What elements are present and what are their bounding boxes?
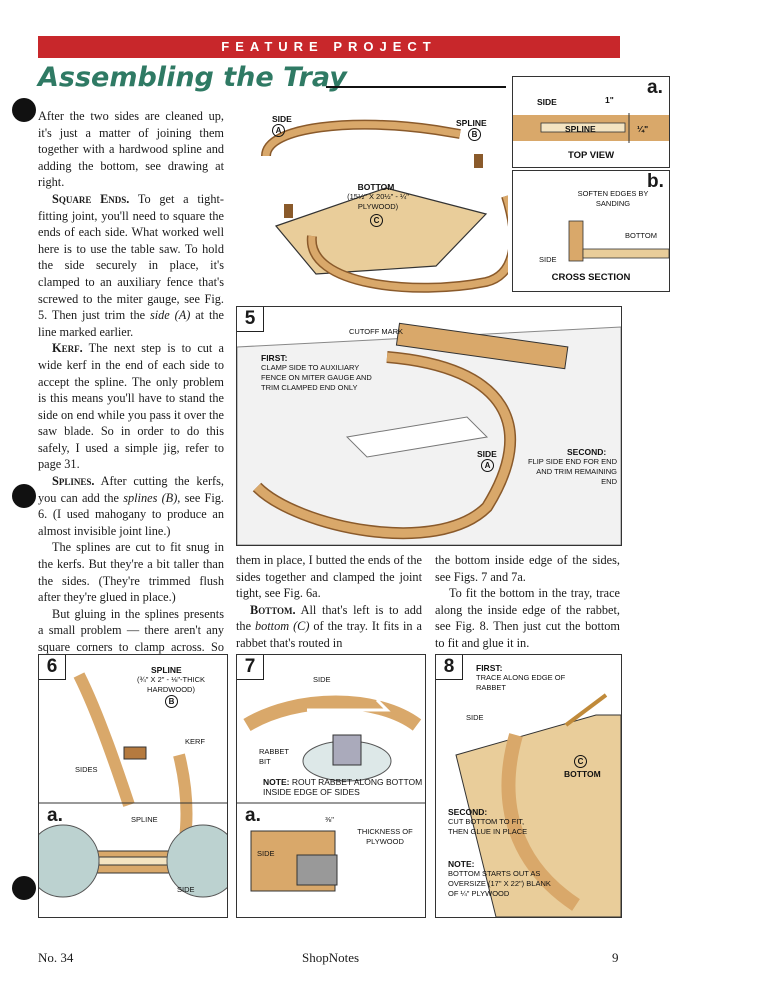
note-head: NOTE: [448, 859, 475, 869]
figure-6: 6 SPLINE (¾" x 2" - ⅛"-THICK HARDWOOD) B… [38, 654, 228, 918]
article-column-3: the bottom inside edge of the sides, see… [435, 552, 620, 652]
thickness-label: THICKNESS OF PLYWOOD [357, 827, 413, 846]
side-label: SIDE [539, 255, 557, 264]
paragraph: The splines are cut to fit snug in the k… [38, 540, 224, 605]
side-label: SIDE [466, 713, 484, 722]
bottom-label: BOTTOM [625, 231, 657, 240]
sub-figure-letter: a. [47, 805, 63, 826]
spline-label: SPLINE [151, 665, 182, 675]
spline-label: SPLINE [565, 124, 596, 134]
bottom-label: BOTTOM [564, 769, 601, 779]
spline-label: SPLINE [131, 815, 158, 824]
feature-banner: FEATURE PROJECT [38, 36, 620, 58]
article-title: Assembling the Tray [38, 62, 347, 93]
issue-number: No. 34 [38, 950, 74, 965]
detail-a-top-view: a. SIDE 1" SPLINE ¼" TOP VIEW [512, 76, 670, 168]
paragraph: Splines. After cutting the kerfs, you ca… [38, 474, 225, 538]
kerf-label: KERF [185, 737, 206, 746]
binder-hole [12, 98, 36, 122]
paragraph: Bottom. All that's left is to add the bo… [236, 602, 422, 650]
dimension-label: 1" [605, 95, 614, 105]
paragraph: After the two sides are cleaned up, it's… [38, 109, 224, 190]
note-label: SOFTEN EDGES BY SANDING [577, 189, 649, 208]
figure-8: 8 FIRST: TRACE ALONG EDGE OF RABBET SIDE… [435, 654, 622, 918]
bottom-mark: C [370, 214, 383, 227]
title-rule [326, 86, 506, 88]
side-label: SIDE [313, 675, 331, 684]
figure-number: 7 [237, 655, 264, 680]
magazine-name: ShopNotes [302, 950, 360, 965]
figure-7: 7 SIDE RABBET BIT NOTE: ROUT RABBET ALON… [236, 654, 426, 918]
figure-5: 5 CUTOFF MARK FIRST: CLAMP SIDE TO AUXIL… [236, 306, 622, 546]
paragraph: Kerf. The next step is to cut a wide ker… [38, 341, 224, 472]
detail-caption: CROSS SECTION [551, 272, 631, 283]
bottom-dims: (15½" x 20½" - ¼" PLYWOOD) [347, 192, 409, 211]
sides-label: SIDES [75, 765, 98, 774]
paragraph: the bottom inside edge of the sides, see… [435, 553, 620, 584]
second-step-text: FLIP SIDE END FOR END AND TRIM REMAINING… [527, 457, 617, 486]
side-label: SIDE [537, 97, 557, 107]
bottom-label: BOTTOM [357, 182, 395, 192]
first-step-head: FIRST: [476, 663, 503, 673]
dimension-label: ⅜" [325, 815, 334, 824]
second-step-text: CUT BOTTOM TO FIT, THEN GLUE IN PLACE [448, 817, 528, 836]
first-step-head: FIRST: [261, 353, 288, 363]
side-label: SIDE [257, 849, 275, 858]
rabbet-bit-label: RABBET BIT [259, 747, 289, 766]
bottom-mark: C [574, 755, 587, 768]
second-step-head: SECOND: [567, 447, 607, 457]
figure-number: 5 [237, 307, 264, 332]
first-step-text: CLAMP SIDE TO AUXILIARY FENCE ON MITER G… [261, 363, 372, 392]
tray-drawing [261, 119, 508, 293]
page-number: 9 [612, 950, 619, 965]
paragraph: To fit the bottom in the tray, trace alo… [435, 586, 620, 650]
binder-hole [12, 876, 36, 900]
spline-mark: B [165, 695, 178, 708]
second-step-head: SECOND: [448, 807, 488, 817]
detail-b-cross-section: b. SOFTEN EDGES BY SANDING BOTTOM SIDE C… [512, 170, 670, 292]
dimension-label: ¼" [637, 124, 649, 134]
binder-hole [12, 484, 36, 508]
figure-number: 8 [436, 655, 463, 680]
article-column-2: them in place, I butted the ends of the … [236, 552, 422, 652]
paragraph: Square Ends. To get a tight-fitting join… [38, 191, 224, 339]
sub-figure-letter: a. [245, 805, 261, 826]
first-step-text: TRACE ALONG EDGE OF RABBET [476, 673, 566, 692]
paragraph: them in place, I butted the ends of the … [236, 553, 422, 601]
detail-letter: b. [647, 171, 664, 192]
spline-dims: (¾" x 2" - ⅛"-THICK HARDWOOD) [137, 675, 205, 694]
article-column-1: After the two sides are cleaned up, it's… [38, 108, 224, 689]
figure-number: 6 [39, 655, 66, 680]
note-text: BOTTOM STARTS OUT AS OVERSIZE (17" x 22"… [448, 869, 551, 898]
cutoff-label: CUTOFF MARK [349, 327, 404, 336]
detail-letter: a. [647, 77, 663, 98]
detail-caption: TOP VIEW [567, 150, 615, 161]
side-label: SIDE [177, 885, 195, 894]
note-head: NOTE: ROUT RABBET ALONG BOTTOM INSIDE ED… [263, 777, 423, 797]
